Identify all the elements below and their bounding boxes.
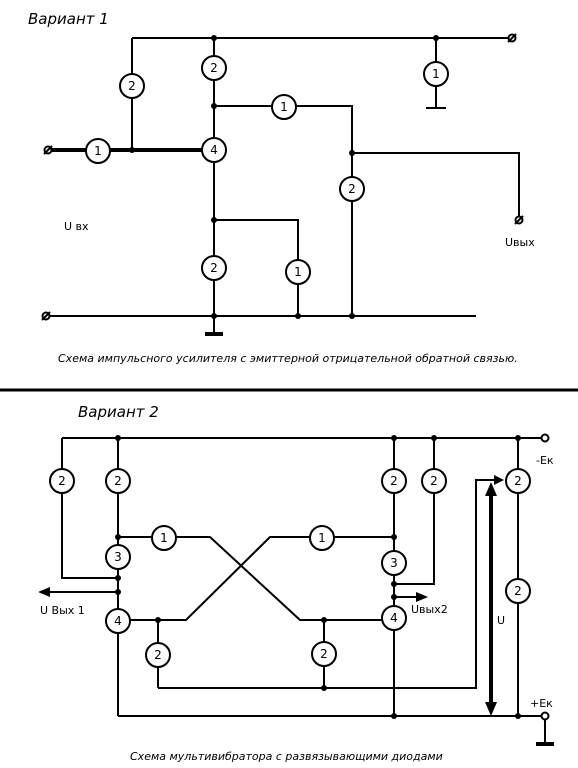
v2-node-transistor-left: 4 xyxy=(105,608,131,634)
v1-output-label: Uвых xyxy=(505,236,535,249)
svg-text:2: 2 xyxy=(58,474,66,488)
svg-text:1: 1 xyxy=(432,67,440,81)
variant2-junctions xyxy=(115,435,521,719)
v2-minus-ek-label: -Ек xyxy=(536,454,554,467)
svg-text:2: 2 xyxy=(514,584,522,598)
v2-node-right-outer: 2 xyxy=(421,468,447,494)
svg-text:4: 4 xyxy=(114,614,122,628)
variant1-junctions xyxy=(129,35,439,319)
v1-input-label: U вх xyxy=(64,220,89,233)
v2-node-diode-left: 3 xyxy=(105,544,131,570)
v2-out2-label: Uвых2 xyxy=(411,603,448,616)
svg-text:3: 3 xyxy=(390,556,398,570)
v2-out1-label: U Вых 1 xyxy=(40,604,85,617)
v1-node-emitter-cap: 1 xyxy=(285,259,311,285)
v2-node-cross-right: 1 xyxy=(309,525,335,551)
svg-text:2: 2 xyxy=(154,648,162,662)
variant2-wires xyxy=(46,437,554,746)
v2-node-supply-mid: 2 xyxy=(505,578,531,604)
v2-node-supply-top: 2 xyxy=(505,468,531,494)
svg-text:2: 2 xyxy=(514,474,522,488)
v2-node-left-load: 2 xyxy=(105,468,131,494)
v1-node-right-top: 1 xyxy=(423,61,449,87)
variant1-caption: Схема импульсного усилителя с эмиттерной… xyxy=(58,352,518,365)
svg-text:4: 4 xyxy=(390,611,398,625)
v1-node-collector-load: 2 xyxy=(339,176,365,202)
v1-node-input: 1 xyxy=(85,138,111,164)
svg-text:3: 3 xyxy=(114,550,122,564)
svg-text:1: 1 xyxy=(318,531,326,545)
v2-node-right-load: 2 xyxy=(381,468,407,494)
v1-node-transistor: 4 xyxy=(201,137,227,163)
v2-node-bias-right: 2 xyxy=(311,641,337,667)
v2-node-left-outer: 2 xyxy=(49,468,75,494)
v2-node-cross-left: 1 xyxy=(151,525,177,551)
svg-text:2: 2 xyxy=(390,474,398,488)
v2-plus-ek-label: +Ек xyxy=(530,697,553,710)
svg-text:1: 1 xyxy=(160,531,168,545)
svg-text:1: 1 xyxy=(280,100,288,114)
v2-u-label: U xyxy=(497,614,505,627)
v1-node-left-top: 2 xyxy=(119,73,145,99)
variant2-title: Вариант 2 xyxy=(78,403,159,421)
variant2-arrows xyxy=(38,475,504,716)
svg-text:1: 1 xyxy=(94,144,102,158)
variant1-wires xyxy=(48,37,520,336)
variant1-terminals xyxy=(41,33,524,321)
v2-terminal-minus-ek xyxy=(540,433,550,443)
svg-text:2: 2 xyxy=(210,261,218,275)
variant1-title: Вариант 1 xyxy=(28,10,109,28)
v1-node-center-top: 2 xyxy=(201,55,227,81)
svg-text:2: 2 xyxy=(320,647,328,661)
svg-text:2: 2 xyxy=(128,79,136,93)
svg-text:2: 2 xyxy=(114,474,122,488)
v1-node-feedback: 1 xyxy=(271,94,297,120)
v2-node-bias-left: 2 xyxy=(145,642,171,668)
svg-text:2: 2 xyxy=(348,182,356,196)
v2-node-diode-right: 3 xyxy=(381,550,407,576)
v2-terminal-plus-ek xyxy=(540,711,550,721)
variant2-diagram: Вариант 2 xyxy=(38,403,554,763)
svg-text:2: 2 xyxy=(210,61,218,75)
v2-node-transistor-right: 4 xyxy=(381,605,407,631)
svg-text:2: 2 xyxy=(430,474,438,488)
svg-text:1: 1 xyxy=(294,265,302,279)
variant1-diagram: Вариант 1 xyxy=(28,10,535,365)
variant2-caption: Схема мультивибратора с развязывающими д… xyxy=(130,750,443,763)
v1-node-emitter: 2 xyxy=(201,255,227,281)
svg-text:4: 4 xyxy=(210,143,218,157)
